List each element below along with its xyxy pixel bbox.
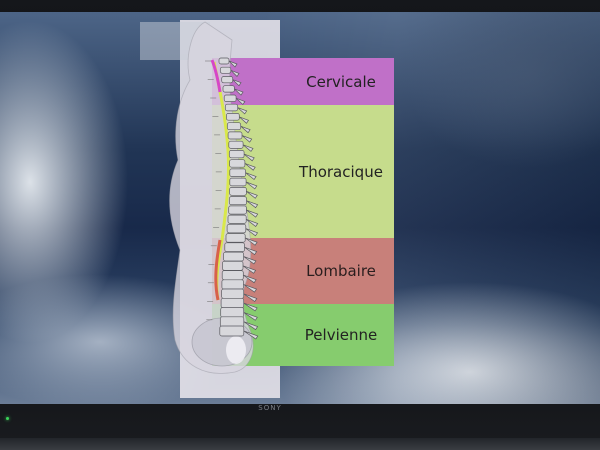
spinous-process (230, 69, 240, 77)
vertebra (223, 94, 237, 102)
vertebra (221, 76, 234, 84)
vertebra (221, 279, 244, 290)
vertebra (227, 214, 247, 224)
monitor-brand-logo: SONY (258, 404, 282, 412)
vertebra (229, 177, 247, 187)
spinous-process (244, 246, 258, 256)
vertebra (219, 325, 245, 337)
vertebra (224, 242, 245, 252)
spinous-process (246, 190, 258, 199)
spinous-process (234, 88, 244, 96)
spinous-process (244, 237, 258, 246)
spinous-process (242, 144, 254, 152)
spinous-process (243, 293, 258, 302)
spinous-process (237, 107, 248, 115)
vertebra (227, 131, 243, 140)
spinous-process (243, 153, 255, 162)
spinous-process (244, 163, 256, 171)
vertebra (228, 205, 247, 215)
vertebra (221, 288, 245, 299)
spinous-process (241, 135, 253, 143)
spinous-process (243, 302, 258, 312)
vertebra (219, 66, 232, 74)
spinous-process (245, 218, 259, 228)
spinous-process (239, 116, 250, 124)
vertebra (226, 113, 240, 121)
vertebra (225, 233, 246, 243)
spinous-process (246, 209, 259, 218)
vertebra (228, 196, 247, 206)
spinous-process (242, 265, 257, 274)
spinous-process (245, 181, 258, 190)
vertebra (229, 187, 247, 196)
vertebra (220, 307, 245, 318)
vertebrae-column (218, 57, 259, 340)
power-led-icon (6, 417, 9, 420)
vertebra (226, 223, 247, 234)
vertebra (228, 150, 245, 159)
spinous-process (243, 312, 258, 321)
vertebra (229, 159, 246, 168)
spinous-process (243, 256, 257, 265)
spinous-process (245, 172, 257, 181)
vertebra (220, 297, 245, 309)
spinous-process (243, 330, 259, 340)
region-thoracique-label: Thoracique (299, 162, 383, 181)
vertebra (226, 122, 242, 131)
vertebra (219, 316, 245, 328)
region-pelvienne-label: Pelvienne (304, 326, 378, 344)
spinous-process (232, 79, 242, 87)
spinous-process (235, 97, 246, 106)
spinous-process (228, 60, 238, 68)
desk-edge (0, 438, 600, 450)
spinous-process (243, 284, 258, 293)
region-cervicale: Cervicale (212, 58, 394, 105)
spinous-process (240, 125, 251, 134)
vertebra (223, 251, 244, 262)
region-cervicale-label: Cervicale (306, 72, 376, 91)
vertebra (222, 85, 235, 93)
spinous-process (246, 200, 259, 209)
spinous-process (243, 274, 257, 284)
vertebra (221, 270, 244, 281)
vertebra (224, 103, 239, 112)
vertebra (218, 57, 230, 65)
vertebra-tick-marks (205, 60, 222, 321)
vertebra (222, 260, 244, 271)
spinous-process (243, 321, 259, 331)
region-lombaire-label: Lombaire (306, 262, 376, 280)
vertebra (229, 168, 246, 177)
vertebra (228, 140, 244, 149)
spinous-process (245, 228, 259, 237)
